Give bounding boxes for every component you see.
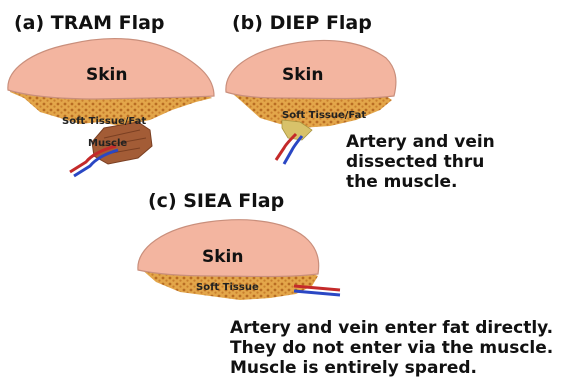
tram-diagram: Skin Soft Tissue/Fat Muscle — [8, 39, 214, 176]
diep-vein — [284, 136, 302, 164]
diep-note-line-3: the muscle. — [346, 172, 495, 192]
siea-note: Artery and vein enter fat directly. They… — [230, 318, 553, 378]
diep-note-line-2: dissected thru — [346, 152, 495, 172]
siea-skin-label: Skin — [202, 247, 243, 267]
diep-note: Artery and vein dissected thru the muscl… — [346, 132, 495, 192]
diep-note-line-1: Artery and vein — [346, 132, 495, 152]
tram-muscle-label: Muscle — [88, 138, 127, 149]
siea-note-line-1: Artery and vein enter fat directly. — [230, 318, 553, 338]
siea-note-line-3: Muscle is entirely spared. — [230, 358, 553, 378]
diep-skin-label: Skin — [282, 65, 323, 85]
diep-tissue-label: Soft Tissue/Fat — [282, 110, 366, 121]
tram-tissue-label: Soft Tissue/Fat — [62, 116, 146, 127]
tram-skin-label: Skin — [86, 65, 127, 85]
siea-vein — [294, 291, 340, 295]
siea-diagram: Skin Soft Tissue — [138, 220, 340, 300]
siea-note-line-2: They do not enter via the muscle. — [230, 338, 553, 358]
siea-tissue-label: Soft Tissue — [196, 282, 259, 293]
